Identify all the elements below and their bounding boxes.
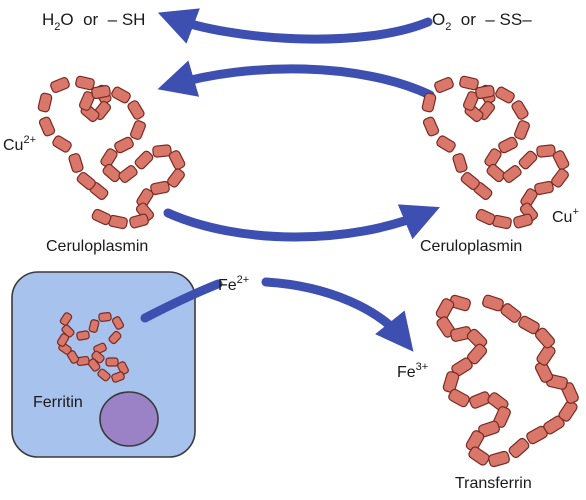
arrow-top-icon — [157, 8, 433, 44]
protein-bead — [511, 100, 529, 120]
protein-bead — [118, 165, 138, 183]
protein-bead — [100, 148, 118, 168]
arrow-fe-release-icon — [140, 279, 223, 323]
protein-bead — [75, 75, 95, 91]
protein-bead — [534, 180, 554, 196]
protein-bead — [134, 150, 154, 170]
protein-bead — [150, 180, 170, 196]
protein-bead — [448, 388, 470, 408]
protein-bead — [442, 371, 460, 393]
protein-bead — [98, 312, 112, 322]
protein-bead — [518, 150, 538, 170]
protein-bead — [452, 153, 468, 173]
protein-bead — [111, 371, 125, 383]
protein-bead — [475, 208, 496, 226]
protein-bead — [475, 84, 495, 100]
protein-bead — [37, 92, 53, 113]
protein-bead — [117, 361, 129, 375]
protein-bead — [435, 298, 455, 320]
protein-bead — [536, 344, 556, 366]
protein-bead — [495, 86, 515, 104]
label-cuplus: Cu+ — [552, 206, 579, 226]
protein-bead — [152, 144, 172, 158]
protein-bead — [59, 312, 73, 326]
label-transferrin: Transferrin — [455, 475, 532, 492]
protein-bead — [68, 153, 84, 173]
protein-bead — [534, 327, 556, 349]
protein-bead — [513, 213, 533, 229]
protein-bead — [434, 76, 454, 94]
protein-bead — [56, 333, 70, 347]
protein-bead — [552, 150, 570, 170]
arrow-upper-return-icon — [157, 60, 435, 100]
protein-bead — [436, 135, 456, 153]
protein-bead — [111, 316, 125, 330]
protein-bead — [91, 208, 112, 226]
protein-bead — [111, 86, 131, 104]
protein-bead — [78, 91, 96, 111]
protein-bead — [459, 75, 479, 91]
protein-bead — [468, 446, 490, 466]
protein-bead — [498, 136, 518, 154]
protein-bead — [91, 84, 111, 100]
protein-bead — [76, 171, 96, 191]
label-fe3plus: Fe3+ — [397, 361, 428, 381]
protein-bead — [536, 144, 556, 158]
protein-bead — [168, 150, 186, 170]
cell-nucleus-icon — [99, 391, 159, 447]
label-ferritin: Ferritin — [33, 394, 83, 411]
protein-bead — [421, 92, 437, 113]
protein-bead — [87, 358, 101, 372]
protein-bead — [52, 135, 72, 153]
protein-bead — [482, 294, 504, 312]
protein-bead — [114, 136, 134, 154]
protein-bead — [465, 430, 485, 452]
ferritin-protein-icon — [56, 312, 129, 383]
protein-bead — [500, 303, 522, 323]
arrow-oxidation-icon — [163, 204, 440, 242]
protein-bead — [105, 357, 119, 367]
protein-bead — [108, 330, 122, 345]
protein-bead — [102, 163, 122, 183]
protein-bead — [508, 437, 530, 459]
protein-bead — [76, 330, 90, 341]
label-h2o-sh: H2O or – SH — [42, 10, 145, 33]
protein-bead — [167, 168, 185, 188]
protein-bead — [518, 315, 540, 335]
protein-bead — [50, 76, 70, 94]
label-cu2plus: Cu2+ — [3, 134, 36, 154]
ceruloplasmin-right-icon — [421, 75, 570, 230]
ceruloplasmin-left-icon — [37, 75, 186, 230]
protein-bead — [460, 171, 480, 191]
protein-bead — [486, 163, 506, 183]
label-ceruloplasmin-right: Ceruloplasmin — [420, 238, 522, 255]
protein-bead — [130, 120, 146, 140]
arrow-fe-to-transferrin-icon — [261, 277, 414, 352]
protein-bead — [466, 328, 488, 350]
protein-bead — [462, 91, 480, 111]
protein-bead — [88, 319, 100, 333]
transferrin-protein-icon — [435, 294, 579, 468]
protein-bead — [502, 165, 522, 183]
protein-bead — [97, 368, 111, 382]
protein-bead — [129, 213, 149, 229]
protein-bead — [422, 116, 440, 137]
protein-bead — [127, 100, 145, 120]
label-o2-ss: O2 or – SS– — [432, 10, 532, 33]
protein-bead — [551, 168, 569, 188]
protein-bead — [488, 450, 510, 468]
label-ceruloplasmin-left: Ceruloplasmin — [46, 238, 148, 255]
protein-bead — [38, 116, 56, 137]
protein-bead — [514, 120, 530, 140]
protein-bead — [484, 148, 502, 168]
label-fe2plus: Fe2+ — [218, 274, 249, 294]
